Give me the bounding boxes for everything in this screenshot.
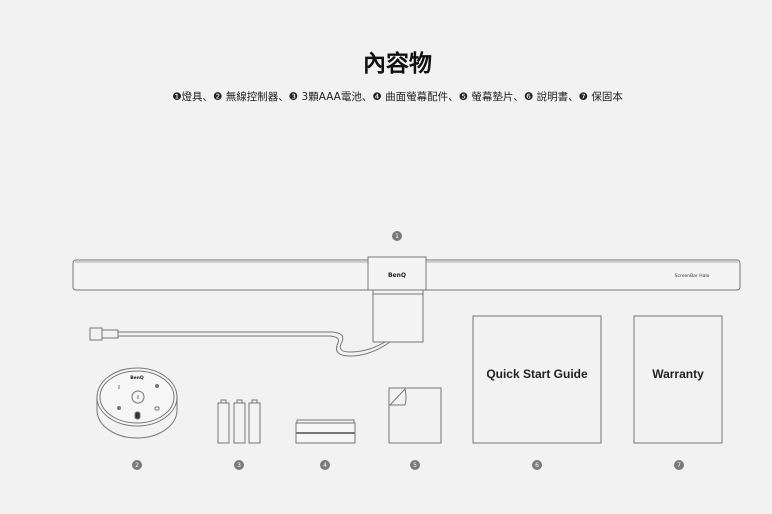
svg-text:7: 7 [677,462,681,469]
screen-pad-illustration [388,387,442,444]
curved-monitor-accessory [295,419,356,444]
lamp-illustration [72,256,741,343]
badge-1: 1 [392,231,402,241]
quick-start-guide [472,315,602,444]
badge-5: 5 [410,460,420,470]
usb-cable [89,327,391,357]
lamp-model: ScreenBar Halo [675,273,710,279]
remote-illustration [96,367,178,439]
badge-7: 7 [674,460,684,470]
warranty-label: Warranty [652,367,704,381]
warranty-card [633,315,723,444]
svg-text:1: 1 [395,233,399,240]
badge-3: 3 [234,460,244,470]
page-title: 內容物 [363,51,432,77]
badge-6: 6 [532,460,542,470]
quick-start-guide-label: Quick Start Guide [486,367,588,381]
svg-text:5: 5 [413,462,417,469]
svg-text:3: 3 [237,462,241,469]
badge-4: 4 [320,460,330,470]
badge-2: 2 [132,460,142,470]
lamp-brand: BenQ [388,272,406,279]
svg-text:6: 6 [535,462,539,469]
svg-text:2: 2 [135,462,139,469]
contents-list: ❶燈具、❷ 無線控制器、❸ 3顆AAA電池、❹ 曲面螢幕配件、❺ 螢幕墊片、❻ … [172,91,623,103]
remote-brand: BenQ [130,375,144,381]
batteries-illustration [217,399,261,444]
svg-text:4: 4 [323,462,327,469]
